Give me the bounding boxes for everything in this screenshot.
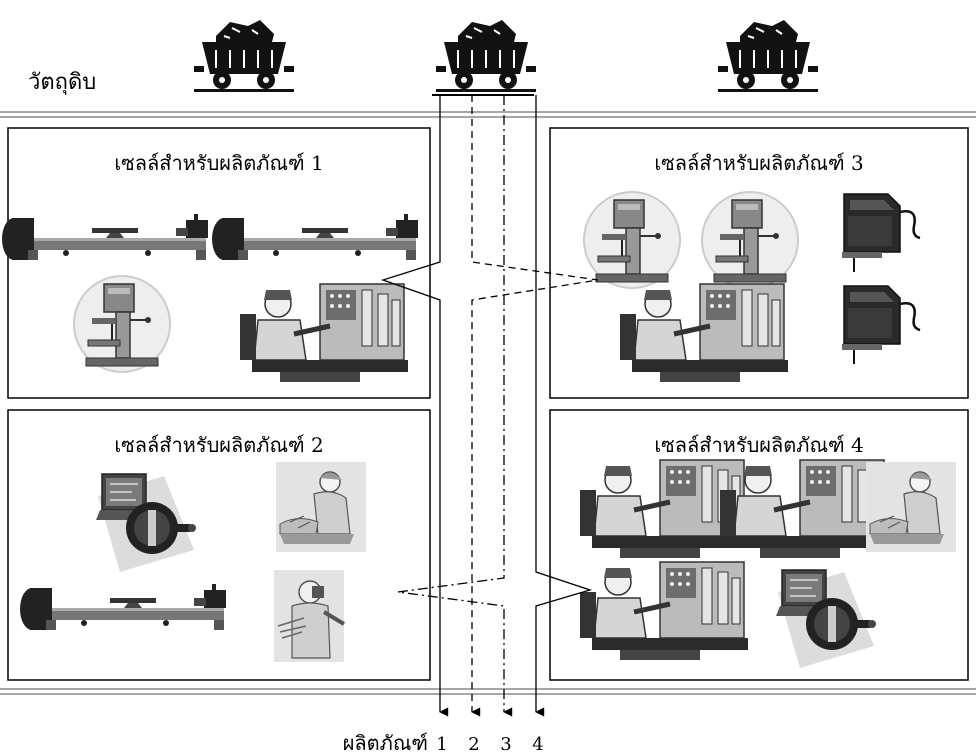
cnc-operator-icon (620, 284, 788, 382)
cell-box-3: เซลล์สำหรับผลิตภัณฑ์ 3 (550, 128, 968, 398)
cell-title: เซลล์สำหรับผลิตภัณฑ์ 3 (654, 151, 863, 175)
flow-line-product-1 (383, 95, 440, 712)
assembly-worker-icon (866, 462, 956, 552)
product-number-2: 2 (468, 734, 479, 755)
cell-box-4: เซลล์สำหรับผลิตภัณฑ์ 4 (550, 410, 968, 680)
top-separator (0, 112, 976, 117)
jigsaw-icon (842, 286, 920, 364)
product-number-1: 1 (436, 734, 447, 755)
cell-box-2: เซลล์สำหรับผลิตภัณฑ์ 2 (8, 410, 430, 680)
lathe-icon (212, 214, 418, 260)
cell-title: เซลล์สำหรับผลิตภัณฑ์ 4 (654, 433, 863, 457)
cnc-operator-icon (240, 284, 408, 382)
bottom-separator (0, 689, 976, 694)
product-number-3: 3 (500, 734, 511, 755)
grinder-computer-icon (776, 570, 876, 668)
drill-press-icon (584, 192, 680, 288)
lathe-icon (2, 214, 208, 260)
raw-material-label: วัตถุดิบ (28, 70, 96, 95)
drill-press-icon (74, 276, 170, 372)
output-label: ผลิตภัณฑ์ (343, 731, 428, 755)
drill-press-icon (702, 192, 798, 288)
assembly-worker-icon (276, 462, 366, 552)
welder-icon (274, 570, 344, 662)
mine-cart-icon (436, 20, 536, 92)
cnc-operator-icon (580, 562, 748, 660)
mine-cart-icon (194, 20, 294, 92)
grinder-computer-icon (96, 474, 196, 572)
cell-title: เซลล์สำหรับผลิตภัณฑ์ 2 (114, 433, 323, 457)
jigsaw-icon (842, 194, 920, 272)
product-number-4: 4 (532, 734, 543, 755)
flow-line-product-2 (472, 95, 598, 712)
cnc-operator-icon (720, 460, 888, 558)
mine-cart-icon (718, 20, 818, 92)
lathe-icon (20, 584, 226, 630)
flow-line-product-3 (398, 95, 504, 712)
cell-box-1: เซลล์สำหรับผลิตภัณฑ์ 1 (2, 128, 430, 398)
cell-title: เซลล์สำหรับผลิตภัณฑ์ 1 (114, 151, 323, 175)
